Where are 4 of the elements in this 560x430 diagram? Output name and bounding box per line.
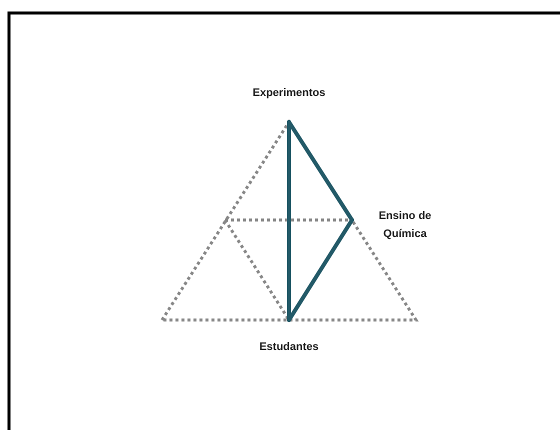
vertex-label: Experimentos xyxy=(239,84,339,102)
vertex-label: Estudantes xyxy=(249,338,329,356)
connector-line xyxy=(287,120,291,322)
vertex-label: Ensino de Química xyxy=(368,207,442,243)
